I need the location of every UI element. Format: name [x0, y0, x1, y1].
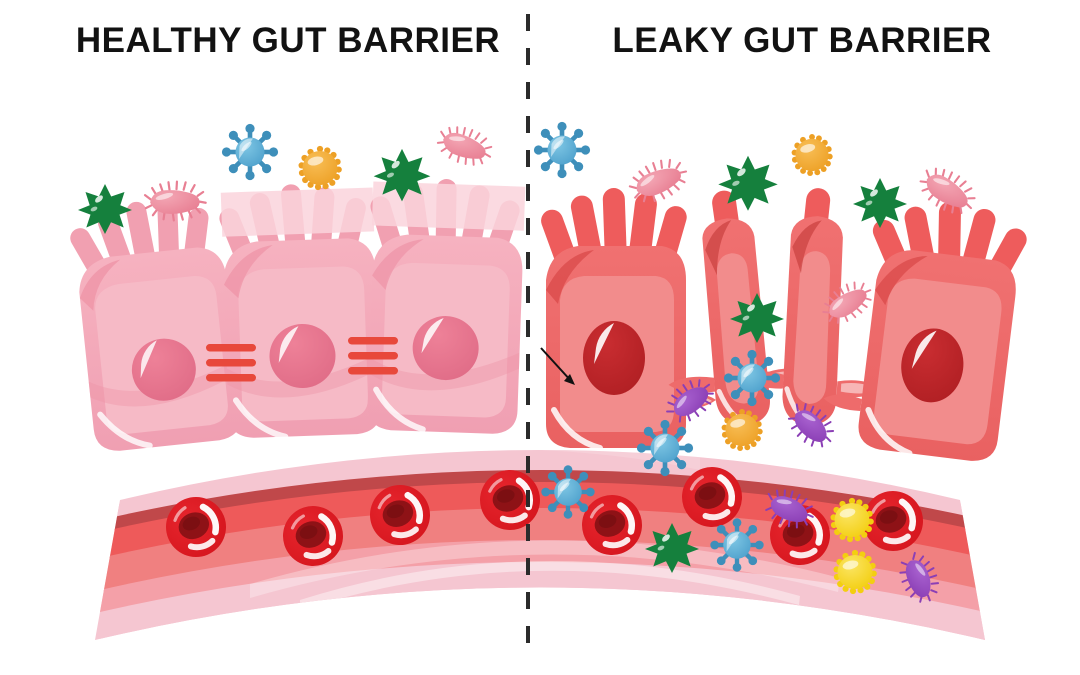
- panel-title-leaky: LEAKY GUT BARRIER: [612, 21, 991, 60]
- leaky-cell-4: [823, 201, 1027, 461]
- tight-junction-2: [348, 337, 398, 375]
- blood-vessel: [95, 450, 985, 640]
- blue-virus: [541, 465, 595, 519]
- blue-virus: [533, 121, 591, 179]
- healthy-cell-1: [70, 201, 242, 451]
- healthy-cell-3: [367, 179, 526, 434]
- healthy-epithelium: [70, 179, 526, 451]
- leak-arrow: [540, 347, 575, 385]
- blue-virus: [221, 123, 279, 181]
- panel-title-healthy: HEALTHY GUT BARRIER: [76, 21, 500, 60]
- healthy-cell-2: [219, 184, 381, 440]
- leaky-cell-1: [541, 188, 716, 451]
- leaky-epithelium: [541, 188, 1027, 461]
- blue-virus: [723, 349, 781, 407]
- blue-virus: [636, 419, 694, 477]
- blue-virus: [710, 518, 764, 572]
- tight-junction-1: [206, 344, 256, 382]
